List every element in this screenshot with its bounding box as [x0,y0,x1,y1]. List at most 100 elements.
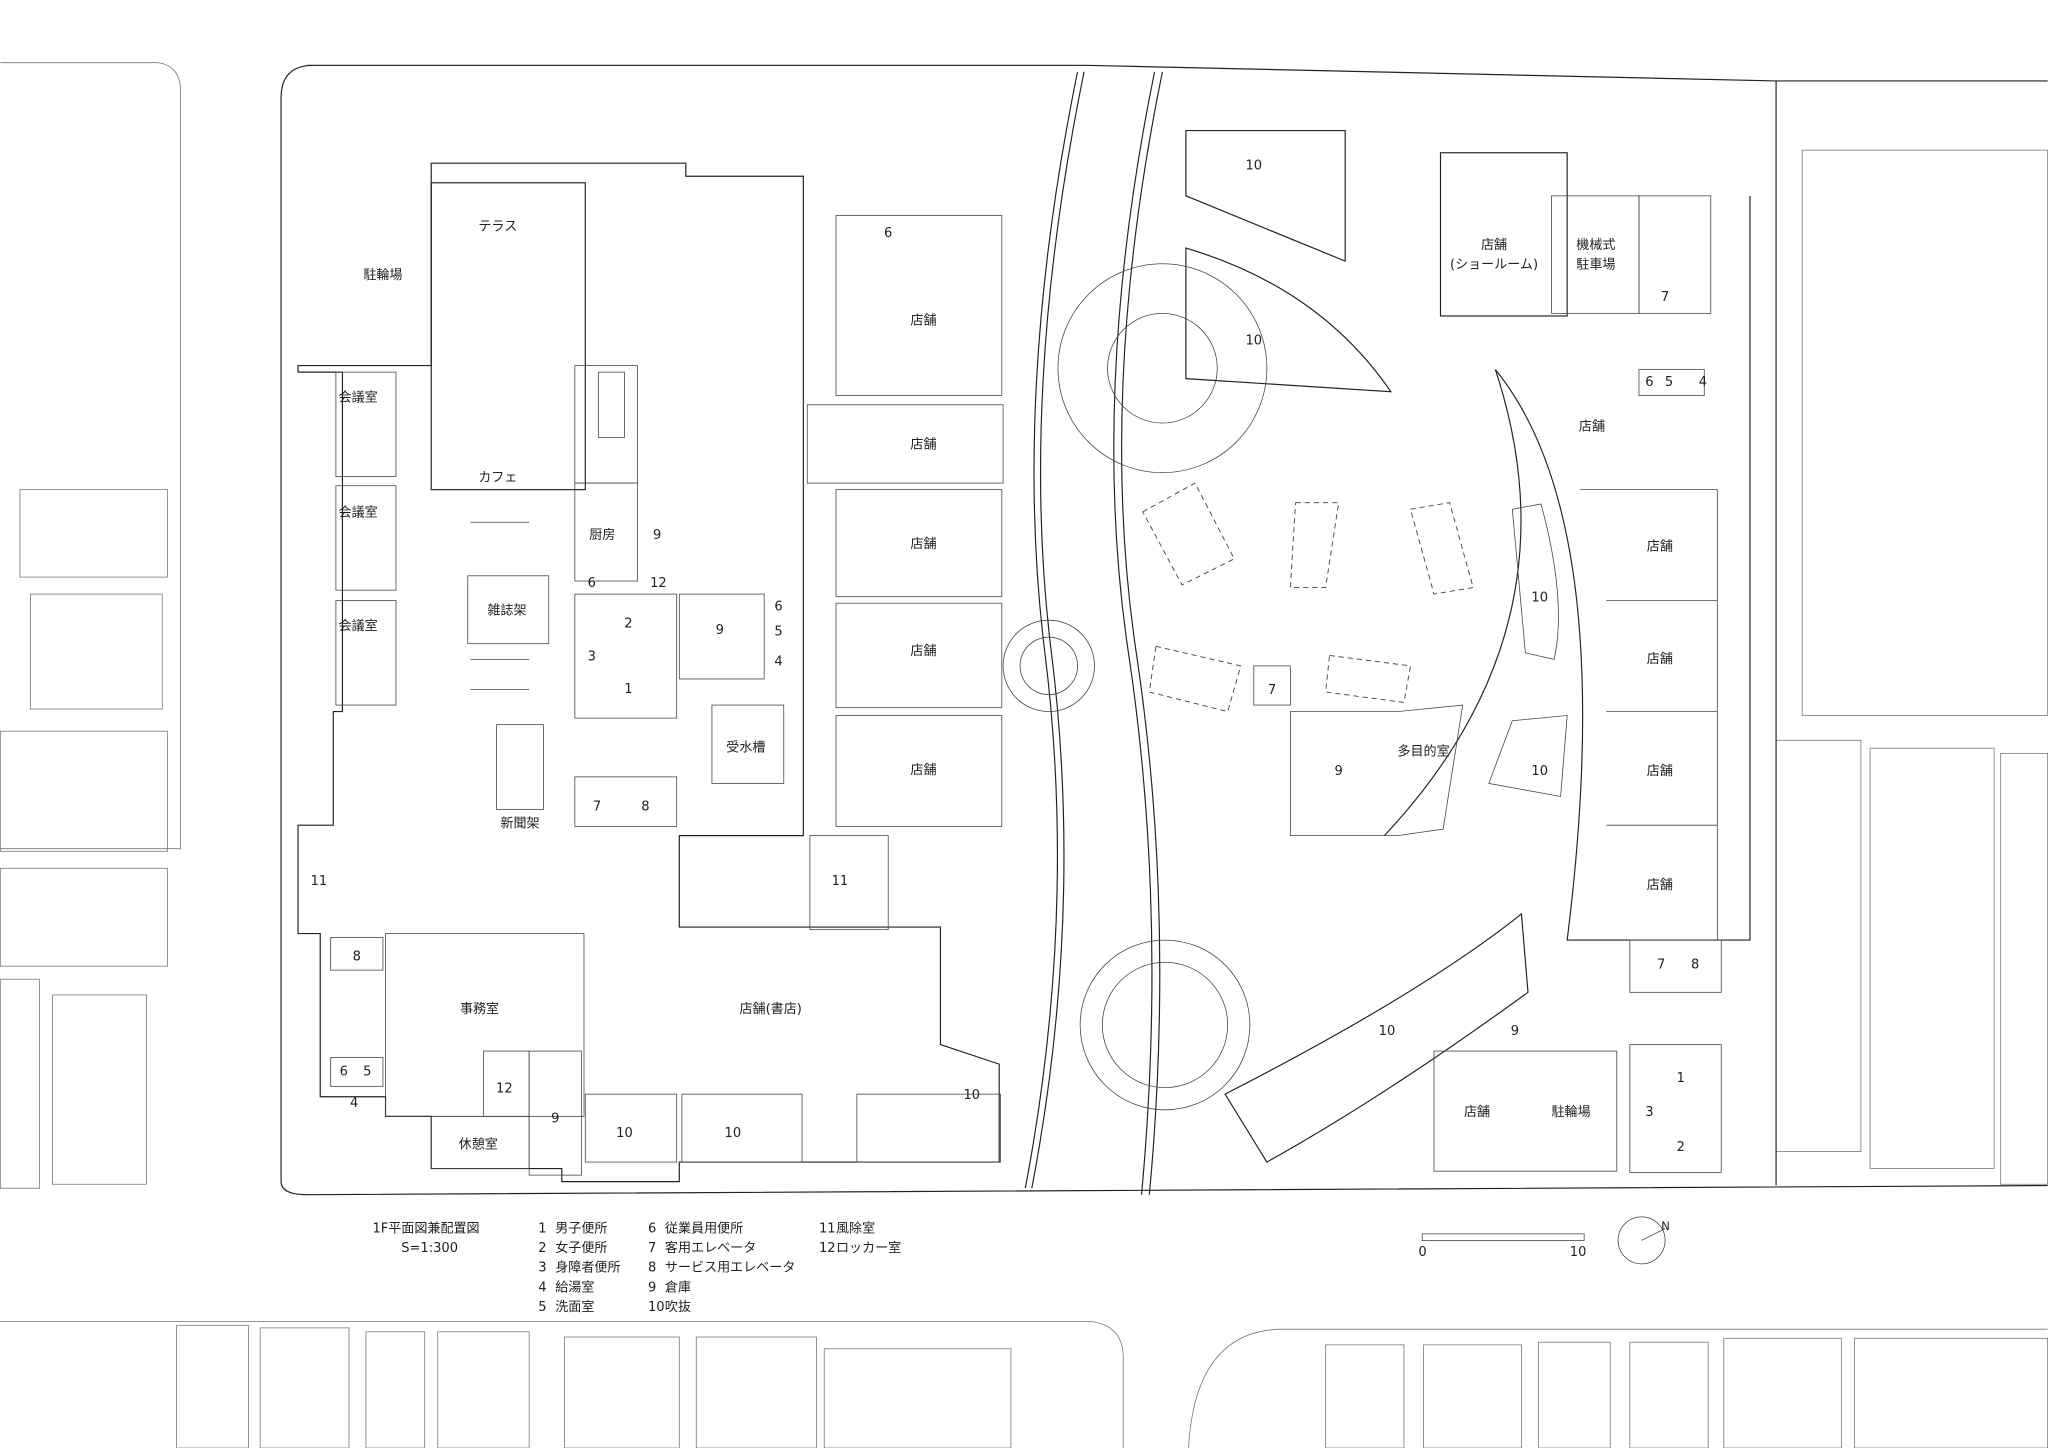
room-number: 4 [1699,375,1707,390]
legend: 1 男子便所 2 女子便所 3 身障者便所 4 給湯室 5 洗面室 6 従業員用便所 7 客用エレベータ 8… [538,1221,901,1315]
surrounding-blocks [0,62,2048,1448]
room-shop: 店舗 [1579,419,1605,434]
east-building [1002,129,1751,1173]
room-bike-parking-west: 駐輪場 [363,267,402,283]
room-number: 8 [353,950,361,965]
room-terrace: テラス [478,220,517,235]
room-number: 6 [884,226,892,241]
room-meeting-1: 会議室 [339,390,378,406]
legend-label: ロッカー室 [836,1240,901,1256]
room-number: 11 [832,874,849,889]
legend-number: 7 [648,1241,656,1256]
room-number: 2 [1677,1140,1685,1155]
scale-bar-end: 10 [1570,1245,1587,1260]
legend-label: 男子便所 [555,1222,607,1237]
legend-number: 5 [538,1300,546,1315]
room-lounge: 休憩室 [459,1137,498,1153]
room-kitchen: 厨房 [589,527,615,543]
room-office: 事務室 [460,1001,499,1017]
room-number: 10 [1531,764,1548,779]
room-number: 4 [774,654,782,669]
room-shop: 店舗 [1647,540,1673,555]
scale-bar-start: 0 [1418,1245,1426,1260]
legend-number: 6 [648,1222,656,1237]
legend-number: 11 [819,1222,836,1237]
room-shop: 店舗 [1464,1105,1490,1120]
room-number: 6 [1645,375,1653,390]
north-arrow-icon: N [1617,1216,1670,1265]
drawing-title-text: 1F平面図兼配置図 [372,1222,479,1237]
room-number: 6 [774,600,782,615]
room-number: 9 [1335,764,1343,779]
room-showroom-sub: (ショールーム) [1450,258,1538,273]
room-number: 5 [1665,375,1673,390]
room-number: 10 [1245,158,1262,173]
legend-label: 従業員用便所 [665,1221,743,1237]
room-magazine-rack: 雑誌架 [487,603,526,619]
room-number: 11 [311,874,328,889]
legend-label: 倉庫 [665,1280,691,1295]
room-shop: 店舗 [1647,764,1673,779]
room-shop: 店舗 [1647,652,1673,667]
legend-number: 1 [538,1222,546,1237]
legend-label: 風除室 [836,1221,875,1237]
display-stands [1142,482,1474,713]
legend-label: 客用エレベータ [665,1240,756,1256]
room-number: 4 [350,1096,358,1111]
room-number: 9 [1511,1024,1519,1039]
legend-number: 10 [648,1300,665,1315]
room-shop: 店舗 [1647,878,1673,893]
room-bookstore: 店舗(書店) [740,1002,802,1017]
room-cafe: カフェ [478,470,517,485]
room-number: 7 [1657,957,1665,972]
room-labels: テラス 駐輪場 会議室 会議室 会議室 カフェ 厨房 雑誌架 新聞架 店舗 店舗… [339,220,1673,1153]
curved-street [1024,71,1163,1195]
room-number: 10 [1531,591,1548,606]
room-number: 5 [774,624,782,639]
room-meeting-2: 会議室 [339,505,378,521]
room-number: 7 [1661,290,1669,305]
drawing-scale: S=1:300 [401,1241,458,1256]
room-number: 10 [963,1088,980,1103]
room-shop: 店舗 [910,644,936,659]
room-number: 9 [551,1111,559,1126]
room-number: 12 [650,576,667,591]
legend-label: 洗面室 [555,1299,594,1315]
room-multipurpose: 多目的室 [1397,744,1449,760]
legend-number: 2 [538,1241,546,1256]
legend-label: サービス用エレベータ [665,1261,795,1276]
north-label: N [1661,1219,1670,1233]
room-shop: 店舗 [910,537,936,552]
west-building [297,162,1004,1183]
room-meeting-3: 会議室 [339,618,378,634]
room-number: 3 [1645,1105,1653,1120]
legend-number: 9 [648,1280,656,1295]
legend-number: 3 [538,1261,546,1276]
legend-label: 女子便所 [555,1240,607,1256]
legend-label: 給湯室 [555,1279,594,1295]
room-number: 2 [624,617,632,632]
room-shop: 店舗 [910,438,936,453]
room-showroom: 店舗 [1481,238,1507,253]
site-boundary [280,64,2048,1196]
scale-bar: 0 10 [1418,1233,1587,1260]
room-shop: 店舗 [910,763,936,778]
legend-number: 12 [819,1241,836,1256]
room-number: 6 [340,1064,348,1079]
room-number: 10 [1379,1024,1396,1039]
legend-number: 4 [538,1280,546,1295]
legend-number: 8 [648,1261,656,1276]
room-number: 10 [725,1126,742,1141]
room-number: 10 [616,1126,633,1141]
room-shop: 店舗 [910,314,936,329]
room-number: 1 [1677,1071,1685,1086]
drawing-title: 1F平面図兼配置図 S=1:300 [372,1222,479,1257]
room-number: 3 [588,649,596,664]
room-mech-parking-2: 駐車場 [1576,258,1615,273]
room-water-tank: 受水槽 [726,741,765,756]
room-number: 8 [1691,957,1699,972]
room-number: 12 [496,1081,513,1096]
legend-label: 身障者便所 [555,1260,620,1276]
